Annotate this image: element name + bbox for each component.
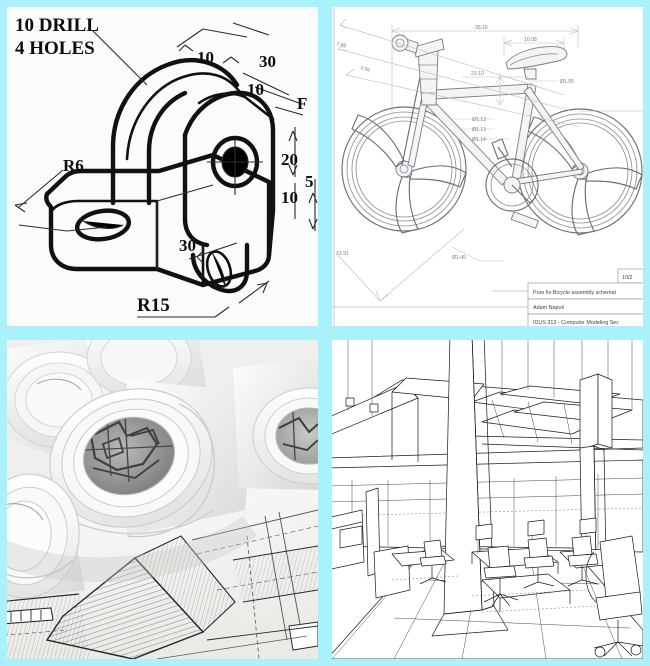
- dim-top-30: 30: [259, 52, 276, 71]
- floor-layout-lines: [391, 575, 599, 613]
- ceiling-structure: [332, 340, 643, 462]
- part-lower-boss-inner: [211, 252, 226, 288]
- dim-lower-left: 72.91: [336, 251, 349, 257]
- dim-top-tube: 20.10: [471, 71, 484, 77]
- dimension-network: [14, 22, 318, 318]
- part-block-top: [197, 92, 275, 121]
- dim-angle-a: 7.69: [335, 41, 346, 50]
- title-block-author: Adam Napoli: [533, 305, 564, 311]
- mechanical-part-drawing: 10 DRILL 4 HOLES 10 30 10 F 20 10 5 R6 3…: [14, 15, 318, 318]
- radius-r6: R6: [63, 156, 84, 175]
- note-line-2: 4 HOLES: [15, 38, 95, 59]
- dim-right-20: 20: [281, 150, 298, 169]
- dim-right-10: 10: [281, 188, 298, 207]
- blueprint-roll-front-left: [7, 473, 85, 601]
- panel-rolled-blueprints: [0, 333, 325, 666]
- dim-lower-30: 30: [179, 236, 196, 255]
- radius-r15: R15: [137, 295, 170, 316]
- flat-floor-plan: [7, 480, 318, 659]
- foreground-chair: [585, 535, 643, 658]
- dim-right-5: 5: [305, 172, 314, 191]
- note-line-1: 10 DRILL: [15, 15, 99, 36]
- main-column: [431, 340, 509, 637]
- panel-mechanical-part: 10 DRILL 4 HOLES 10 30 10 F 20 10 5 R6 3…: [0, 0, 325, 333]
- part-hole-front-left: [74, 208, 132, 242]
- dim-overall-length: 38.15: [475, 25, 488, 31]
- rolled-blueprints-canvas: [7, 340, 318, 659]
- part-upright-outline: [110, 58, 240, 206]
- dimension-network: [335, 18, 643, 302]
- office-chairs: [419, 535, 643, 658]
- part-lower-boss: [190, 242, 250, 294]
- dia-crank: Ø1.49: [452, 255, 466, 261]
- panel-office-interior: [325, 333, 650, 666]
- dia-seatpost: Ø1.05: [560, 79, 574, 85]
- bicycle-frame: [391, 34, 585, 186]
- blueprint-roll-main: [49, 380, 257, 538]
- panel-bicycle-cad: 38.15 10.08 20.10 7.69 3.56 72.91 Ø1.05 …: [325, 0, 650, 333]
- title-block-date: 10/2: [622, 275, 633, 281]
- roll-shadow: [7, 516, 257, 583]
- rolled-blueprints-photo: [7, 340, 318, 659]
- dim-top-10: 10: [197, 48, 214, 67]
- title-block-title: Pure fix Bicycle assembly schemat: [533, 290, 616, 296]
- part-rear-edge-1: [156, 184, 214, 202]
- saddle: [505, 46, 568, 80]
- office-interior-drawing: [332, 340, 643, 659]
- rear-wheel: [341, 106, 467, 234]
- title-block-course: IDUS 313 - Computer Modeling Sec: [533, 320, 619, 326]
- dim-saddle-width: 10.08: [524, 37, 537, 43]
- dia-tube-3: Ø1.14: [472, 137, 486, 143]
- dia-tube-2: Ø1.13: [472, 127, 486, 133]
- dim-second-10: 10: [247, 80, 264, 99]
- blueprint-roll-right: [233, 358, 318, 490]
- dia-tube-1: Ø1.13: [472, 117, 486, 123]
- part-hole-front-left-inner: [82, 220, 124, 230]
- crankset: [485, 138, 539, 229]
- bicycle-cad-drawing: 38.15 10.08 20.10 7.69 3.56 72.91 Ø1.05 …: [332, 7, 643, 326]
- dim-angle-b: 3.56: [359, 65, 370, 74]
- view-label-f: F: [297, 94, 307, 113]
- title-block: 10/2 Pure fix Bicycle assembly schemat A…: [492, 268, 643, 326]
- bicycle-cad-canvas: 38.15 10.08 20.10 7.69 3.56 72.91 Ø1.05 …: [332, 7, 643, 326]
- part-upright-inner: [146, 90, 188, 206]
- office-interior-canvas: [332, 340, 643, 659]
- mechanical-part-canvas: 10 DRILL 4 HOLES 10 30 10 F 20 10 5 R6 3…: [7, 7, 318, 326]
- part-arm-ridge: [125, 72, 241, 161]
